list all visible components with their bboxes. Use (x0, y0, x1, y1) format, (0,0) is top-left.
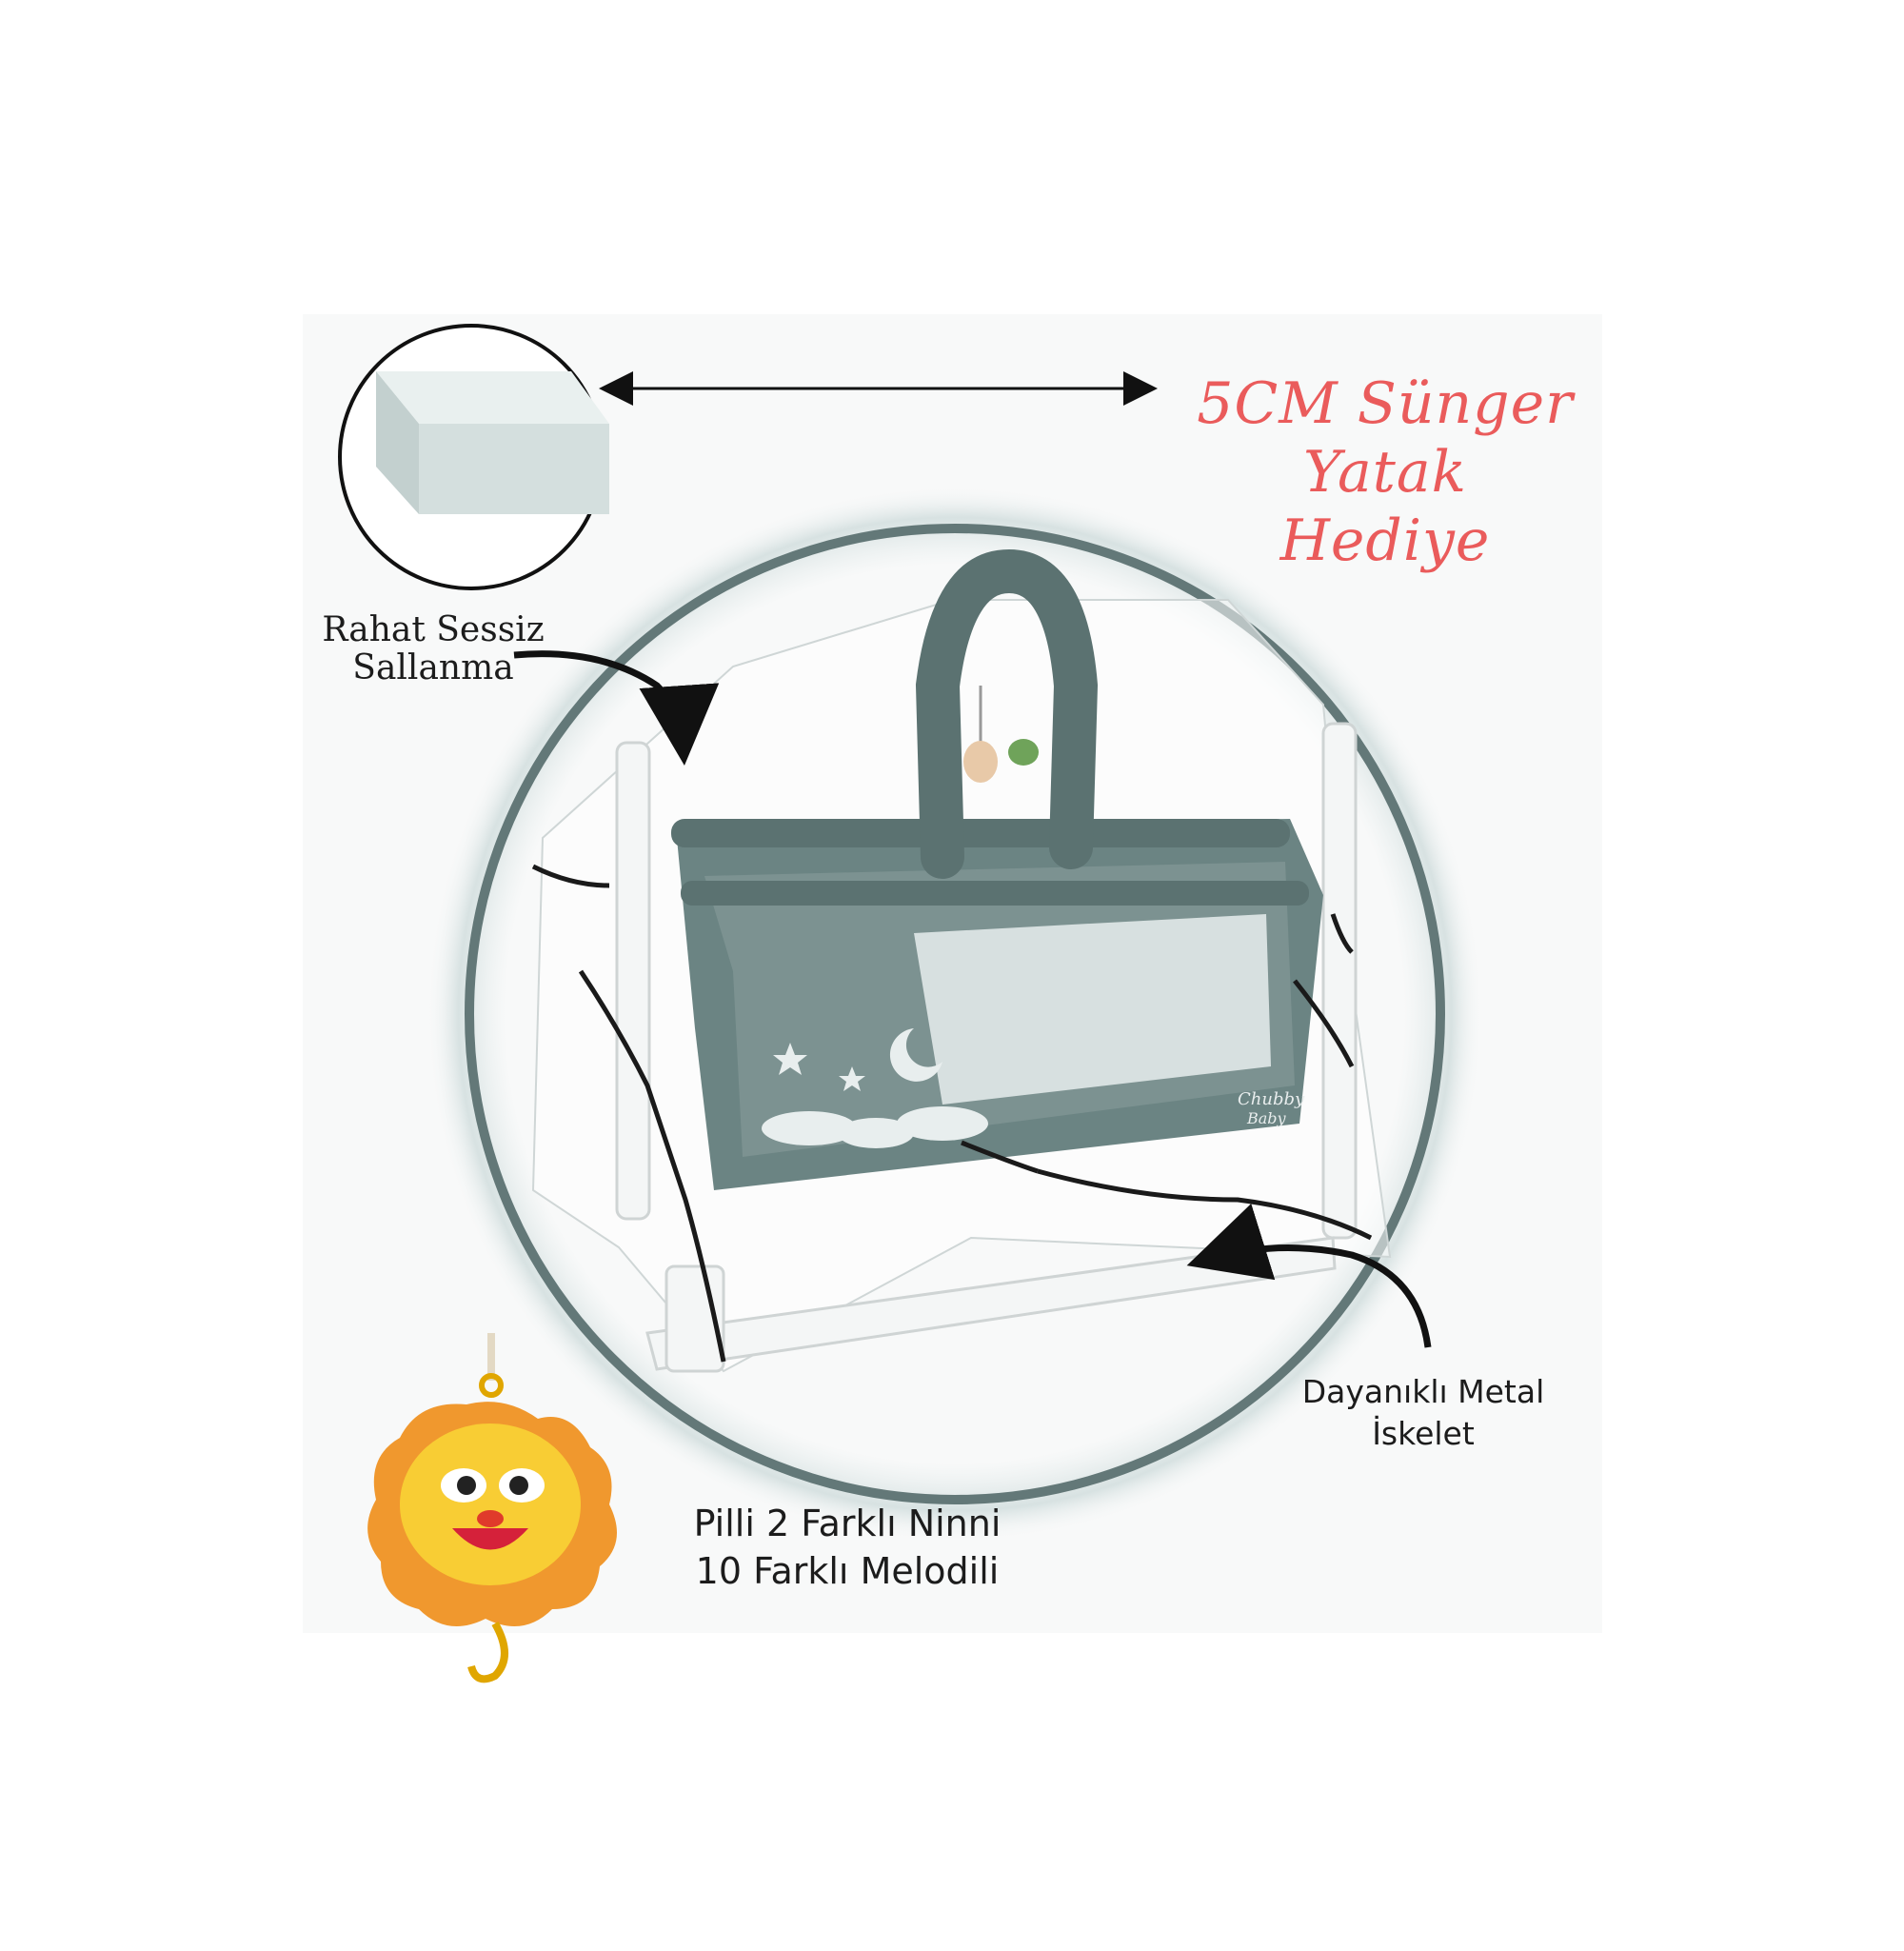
rocking-line2: Sallanma (352, 648, 514, 687)
net-drawstring (531, 864, 1373, 1363)
mattress-promo: 5CM Sünger Yatak Hediye (1161, 369, 1609, 575)
curved-arrow-icon (1186, 1204, 1432, 1348)
display-ring (465, 524, 1445, 1504)
frame-line1: Dayanıklı Metal (1301, 1373, 1545, 1410)
bassinet-decoration (762, 1028, 988, 1148)
promo-line1: 5CM Sünger (1197, 370, 1574, 437)
mattress-icon (338, 324, 609, 590)
music-line1: Pilli 2 Farklı Ninni (693, 1503, 1002, 1544)
promo-line2: Yatak (1303, 439, 1467, 506)
toy-arch (915, 548, 1099, 879)
rocking-line1: Rahat Sessiz (322, 610, 545, 649)
promo-line3: Hediye (1279, 508, 1491, 574)
metal-frame (615, 722, 1358, 1373)
brand-line2: Baby (1246, 1109, 1287, 1127)
curved-arrow-icon (513, 650, 720, 766)
music-callout: Pilli 2 Farklı Ninni 10 Farklı Melodili (657, 1500, 1038, 1595)
rocking-callout: Rahat Sessiz Sallanma (314, 611, 552, 687)
frame-line2: İskelet (1372, 1415, 1475, 1452)
frame-callout: Dayanıklı Metal İskelet (1276, 1371, 1571, 1455)
sun-music-box-icon (367, 1333, 617, 1683)
music-line2: 10 Farklı Melodili (695, 1550, 1000, 1592)
brand-line1: Chubby (1238, 1089, 1305, 1109)
